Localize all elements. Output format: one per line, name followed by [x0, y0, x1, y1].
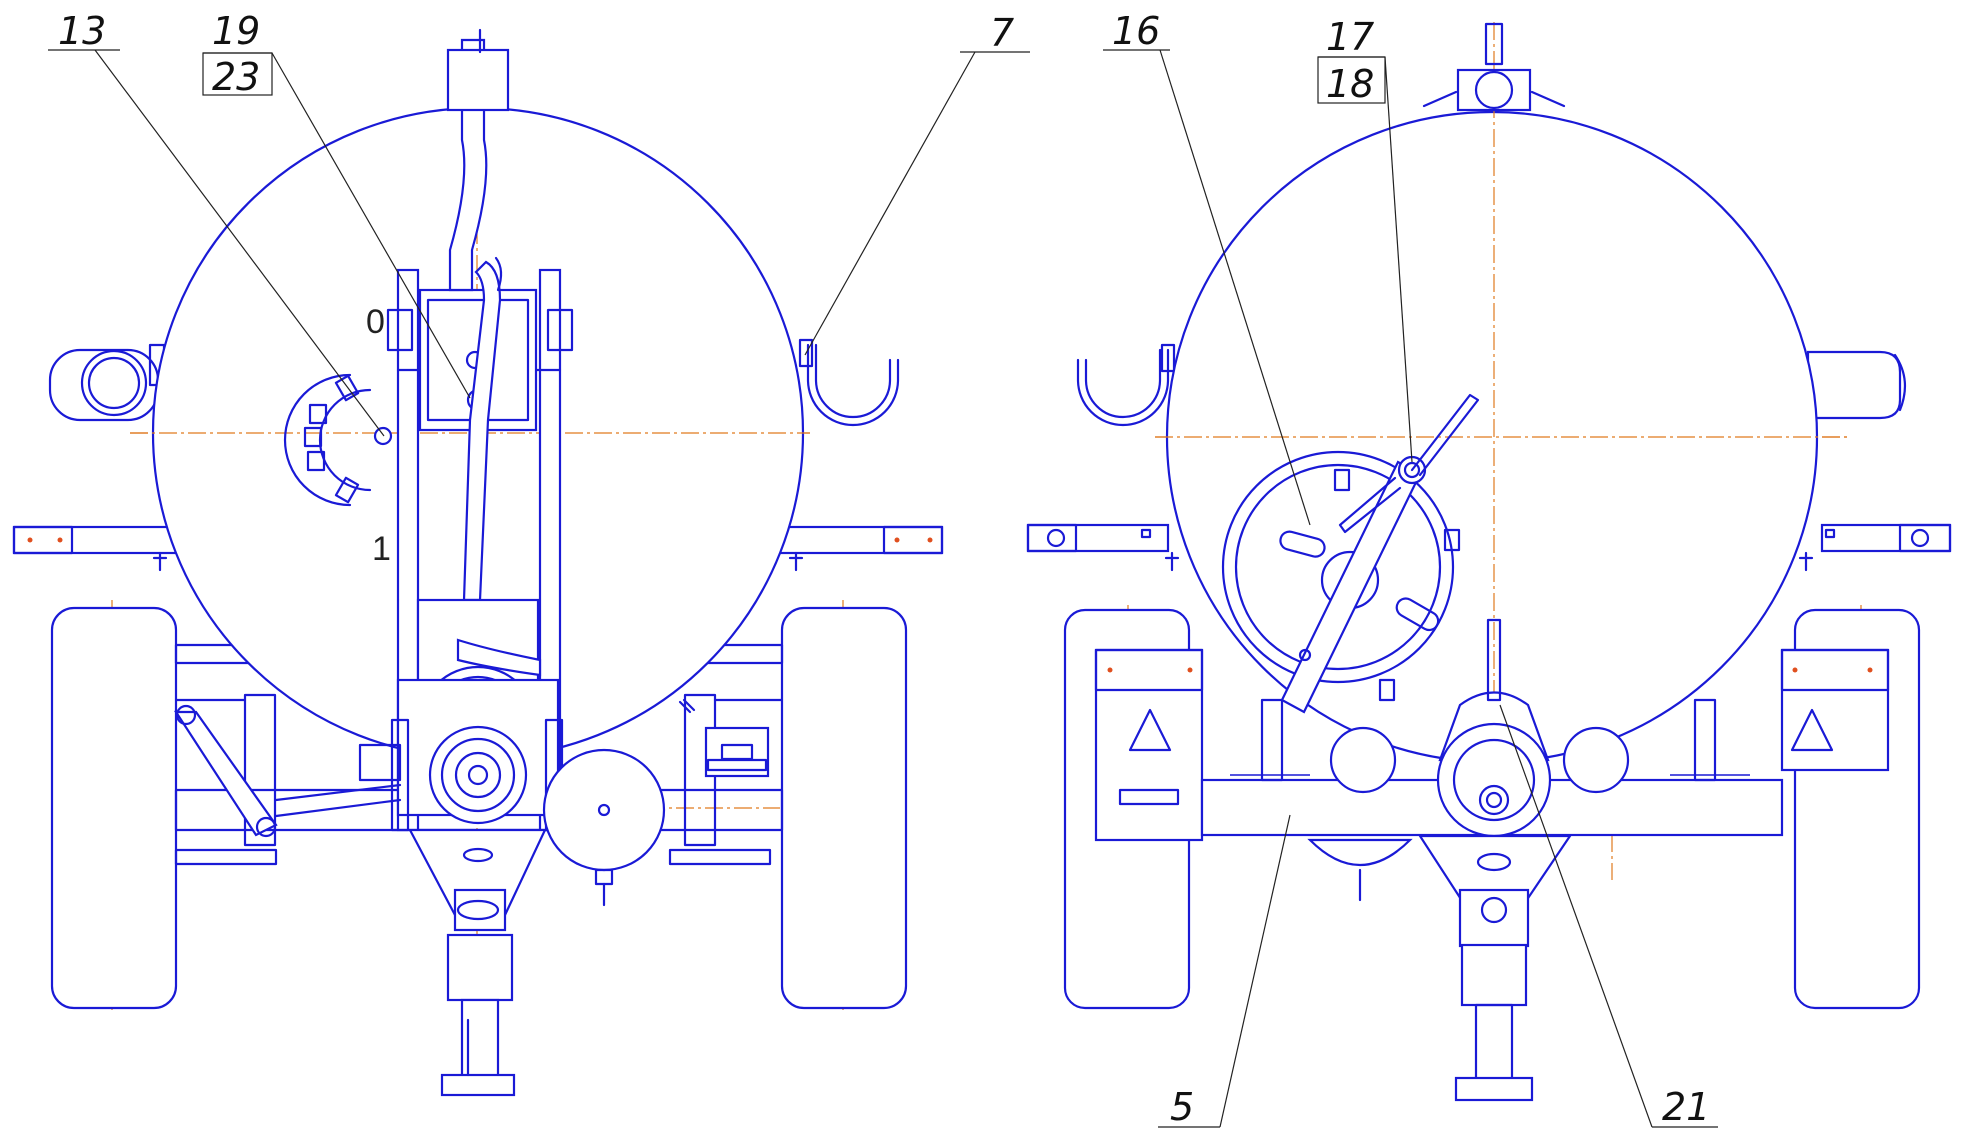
callout-23: 23 — [212, 55, 260, 99]
left-hose-holder — [48, 343, 166, 422]
callout-16: 16 — [1112, 9, 1160, 53]
callout-18: 18 — [1326, 62, 1374, 106]
right-hook — [1076, 343, 1176, 427]
right-hose-holder — [1806, 350, 1907, 420]
left-view: 0 1 — [12, 28, 944, 1097]
lever-sector — [283, 373, 393, 507]
right-lower-receiver — [1307, 838, 1413, 902]
callout-labels: 13 19 23 7 16 17 18 5 21 — [58, 9, 1710, 1129]
callout-5: 5 — [1170, 1085, 1194, 1129]
right-side-brackets — [1026, 523, 1952, 572]
callout-21: 21 — [1662, 1085, 1710, 1129]
left-drawbar — [408, 828, 547, 1097]
callout-19: 19 — [212, 9, 260, 53]
callout-7: 7 — [990, 11, 1014, 55]
right-drawbar — [1417, 834, 1573, 1102]
lever-mark-one: 1 — [372, 530, 391, 568]
left-hook — [798, 338, 900, 427]
right-top-cap — [1422, 22, 1566, 112]
pump-assembly — [390, 598, 564, 832]
callout-13: 13 — [58, 9, 106, 53]
lever-mark-zero: 0 — [366, 303, 385, 341]
left-receiver — [542, 698, 770, 907]
callout-17: 17 — [1326, 15, 1374, 59]
right-view — [1026, 22, 1952, 1102]
hatch-locking-bar — [1280, 393, 1480, 714]
right-tank — [1155, 100, 1850, 765]
leader-lines — [48, 49, 1718, 1128]
left-wheel-right — [780, 606, 908, 1010]
left-tie-rod — [173, 704, 402, 838]
left-wheel-left — [50, 606, 178, 1010]
rear-valve — [1329, 618, 1630, 838]
